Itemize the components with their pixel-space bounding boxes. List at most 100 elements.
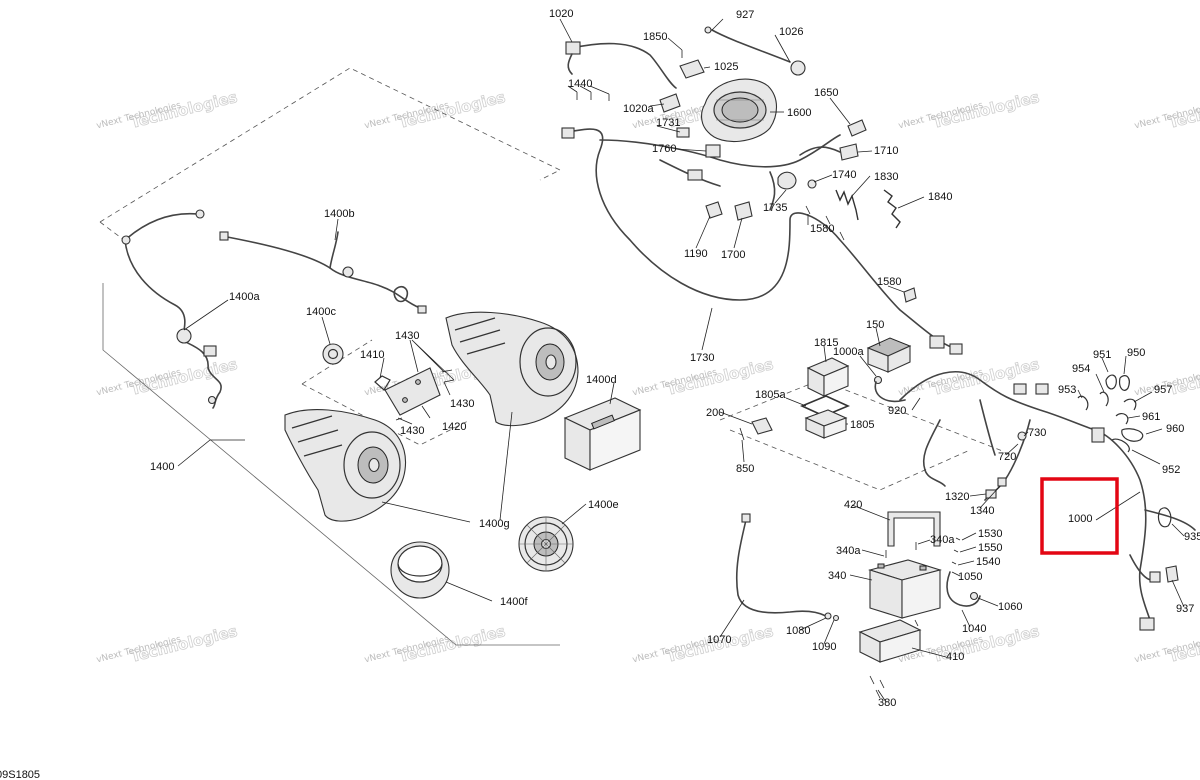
callout-1540[interactable]: 1540	[976, 556, 1000, 568]
harness-1400b-branch	[329, 231, 339, 269]
callout-420[interactable]: 420	[844, 499, 862, 511]
callout-937[interactable]: 937	[1176, 603, 1194, 615]
callout-1020[interactable]: 1020	[549, 8, 573, 20]
callout-935[interactable]: 935	[1184, 531, 1200, 543]
callout-1020a[interactable]: 1020a	[623, 103, 654, 115]
callout-1400g[interactable]: 1400g	[479, 518, 510, 530]
battery-tray-410	[858, 619, 922, 663]
diagram-code: 09S1805	[0, 769, 40, 780]
highlight-box-1000[interactable]	[1040, 477, 1119, 555]
callout-1850[interactable]: 1850	[643, 31, 667, 43]
callout-1440[interactable]: 1440	[568, 78, 592, 90]
harness-1400b-loop	[393, 285, 409, 303]
callout-927[interactable]: 927	[736, 9, 754, 21]
callout-920[interactable]: 920	[888, 405, 906, 417]
callout-1060[interactable]: 1060	[998, 601, 1022, 613]
callout-1580a[interactable]: 1580	[810, 223, 834, 235]
callout-953[interactable]: 953	[1058, 384, 1076, 396]
callout-960[interactable]: 960	[1166, 423, 1184, 435]
callout-1080[interactable]: 1080	[786, 625, 810, 637]
callout-1400c[interactable]: 1400c	[306, 306, 336, 318]
callout-410[interactable]: 410	[946, 651, 964, 663]
callout-200[interactable]: 200	[706, 407, 724, 419]
terminal-935	[1157, 507, 1172, 528]
callout-1400e[interactable]: 1400e	[588, 499, 619, 511]
group-outline-audio	[99, 221, 125, 241]
clip-1580-lower	[903, 287, 917, 303]
connector-1320	[985, 489, 997, 499]
callout-1830[interactable]: 1830	[874, 171, 898, 183]
callout-1530[interactable]: 1530	[978, 528, 1002, 540]
callout-1700[interactable]: 1700	[721, 249, 745, 261]
callout-1735[interactable]: 1735	[763, 202, 787, 214]
callout-1731[interactable]: 1731	[656, 117, 680, 129]
callout-1090[interactable]: 1090	[812, 641, 836, 653]
callout-1025[interactable]: 1025	[714, 61, 738, 73]
callout-1400d[interactable]: 1400d	[586, 374, 617, 386]
coil-1840	[883, 189, 901, 229]
clip-1580	[805, 205, 845, 241]
callout-1410[interactable]: 1410	[360, 349, 384, 361]
bracket-screw	[415, 379, 421, 385]
callout-1400b[interactable]: 1400b	[324, 208, 355, 220]
callout-1400[interactable]: 1400	[150, 461, 174, 473]
battery-340	[868, 559, 942, 619]
callout-1340[interactable]: 1340	[970, 505, 994, 517]
callout-1320[interactable]: 1320	[945, 491, 969, 503]
callout-1580b[interactable]: 1580	[877, 276, 901, 288]
callout-1400a[interactable]: 1400a	[229, 291, 260, 303]
connector-1400b-end	[417, 305, 427, 314]
ground-cable-1070	[735, 519, 827, 617]
callout-720[interactable]: 720	[998, 451, 1016, 463]
callout-961[interactable]: 961	[1142, 411, 1160, 423]
callout-1815[interactable]: 1815	[814, 337, 838, 349]
callout-1070[interactable]: 1070	[707, 634, 731, 646]
cable-terminal-1070	[741, 513, 751, 523]
callout-1000[interactable]: 1000	[1068, 513, 1092, 525]
callout-1740[interactable]: 1740	[832, 169, 856, 181]
callout-951[interactable]: 951	[1093, 349, 1111, 361]
electrical-battery-group	[719, 335, 1196, 699]
harness-1730-top	[599, 134, 841, 168]
sensor-200	[751, 417, 773, 435]
callout-1430c[interactable]: 1430	[400, 425, 424, 437]
screws-380	[869, 675, 885, 699]
callout-952[interactable]: 952	[1162, 464, 1180, 476]
callout-1760[interactable]: 1760	[652, 143, 676, 155]
callout-1550[interactable]: 1550	[978, 542, 1002, 554]
callout-340a2[interactable]: 340a	[930, 534, 955, 546]
callout-1805[interactable]: 1805	[850, 419, 874, 431]
callout-1420[interactable]: 1420	[442, 421, 466, 433]
callout-1190[interactable]: 1190	[684, 248, 708, 260]
callout-1000a[interactable]: 1000a	[833, 346, 864, 358]
nut-1740	[807, 179, 817, 189]
callout-380[interactable]: 380	[878, 697, 896, 709]
callout-1805a[interactable]: 1805a	[755, 389, 786, 401]
callout-1730[interactable]: 1730	[690, 352, 714, 364]
callout-730[interactable]: 730	[1028, 427, 1046, 439]
callout-1710[interactable]: 1710	[874, 145, 898, 157]
connector-1400a-end	[207, 395, 217, 405]
speaker-grille-1400e	[518, 516, 574, 572]
harness-1710	[799, 146, 841, 156]
callout-150[interactable]: 150	[866, 319, 884, 331]
callout-340[interactable]: 340	[828, 570, 846, 582]
callout-1026[interactable]: 1026	[779, 26, 803, 38]
group-outline-battery	[729, 429, 971, 491]
callout-1600[interactable]: 1600	[787, 107, 811, 119]
callout-1040[interactable]: 1040	[962, 623, 986, 635]
callout-1840[interactable]: 1840	[928, 191, 952, 203]
callout-950[interactable]: 950	[1127, 347, 1145, 359]
callout-957[interactable]: 957	[1154, 384, 1172, 396]
callout-1650[interactable]: 1650	[814, 87, 838, 99]
spring-1830	[835, 189, 859, 221]
callout-1430b[interactable]: 1430	[450, 398, 474, 410]
callout-1050[interactable]: 1050	[958, 571, 982, 583]
callout-954[interactable]: 954	[1072, 363, 1090, 375]
callout-850[interactable]: 850	[736, 463, 754, 475]
callout-340a1[interactable]: 340a	[836, 545, 861, 557]
callout-1430a[interactable]: 1430	[395, 330, 419, 342]
speaker-enclosure-1400g-rim	[519, 327, 577, 397]
callout-1400f[interactable]: 1400f	[500, 596, 528, 608]
